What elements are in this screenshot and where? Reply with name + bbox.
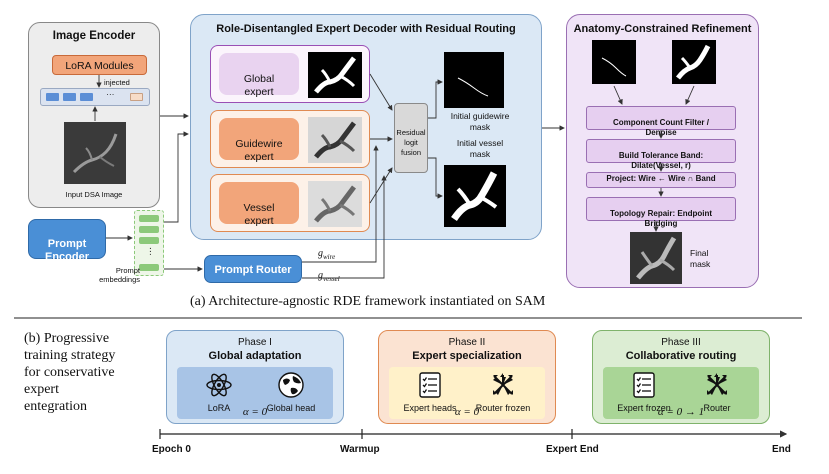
decoder-title: Role-Disentangled Expert Decoder with Re… [216,23,516,35]
phase-3-alpha: α = 0 → 1 [657,406,705,418]
g-vessel-subscript: vessel [323,275,340,283]
prompt-encoder-box: Prompt Encoder [28,219,106,263]
g-wire-label: gwire [318,248,335,261]
phase-1-inner [177,367,333,419]
phase-2-icon1-label: Expert heads [403,403,457,413]
phase-2-icon2-label: Router frozen [475,403,531,413]
checklist-frozen-icon [633,372,655,398]
image-encoder-title: Image Encoder [52,30,136,42]
refinement-title: Anatomy-Constrained Refinement [573,23,752,35]
refinement-step-3-label: Project: Wire ← Wire ∩ Band [606,174,716,183]
phase-3-title: Phase III [661,337,701,348]
phase-1-icon1-label: LoRA [207,403,231,413]
phase-2-inner [389,367,545,419]
embedding-3 [139,237,159,244]
residual-fusion-label: Residual logit fusion [396,128,426,157]
input-dsa-caption: Input DSA Image [65,190,123,199]
token-dots: ··· [106,89,115,99]
atom-icon [206,373,232,397]
prompt-router-label: Prompt Router [214,264,292,276]
token-last [130,93,143,101]
phase-2-title: Phase II [448,337,486,348]
vessel-expert-feature [308,181,362,227]
refinement-input-vessel [672,40,716,84]
token-3 [80,93,93,101]
final-mask-image [630,232,682,284]
phase-2-name: Expert specialization [412,350,522,362]
phase-2-alpha: α = 0 [454,406,480,418]
encoder-token-row [40,88,150,106]
timeline-label-epoch0: Epoch 0 [152,444,191,455]
prompt-encoder-label: Prompt Encoder [44,238,89,263]
checklist-icon [419,372,441,398]
prompt-embeddings-label: Prompt embeddings [99,266,140,284]
phase-1-icon2-label: Global head [266,403,316,413]
token-2 [63,93,76,101]
router-icon [707,373,727,395]
embedding-dots: ⋮ [146,246,155,256]
refinement-step-2-label: Build Tolerance Band: Dilate(Vessel, r) [618,151,704,170]
global-expert-box: Global expert [219,53,299,98]
phase-3-name: Collaborative routing [625,350,737,362]
refinement-step-3: Project: Wire ← Wire ∩ Band [586,172,736,188]
refinement-input-guidewire [592,40,636,84]
timeline-label-end: End [772,444,791,455]
caption-b: (b) Progressive training strategy for co… [24,331,116,414]
phase-2-panel: Phase II Expert specialization Expert he… [378,330,556,424]
initial-vessel-label: Initial vessel mask [456,138,504,159]
injected-label: injected [104,78,130,87]
initial-guidewire-mask [444,52,504,108]
phase-3-icon1-label: Expert frozen [617,403,671,413]
phase-1-alpha: α = 0 [242,406,268,418]
timeline-label-expert-end: Expert End [546,444,599,455]
embedding-1 [139,215,159,222]
phase-3-panel: Phase III Collaborative routing Expert f… [592,330,770,424]
phase-3-icon2-label: Router [703,403,731,413]
refinement-step-4: Topology Repair: Endpoint Bridging [586,197,736,228]
guidewire-expert-feature [308,117,362,163]
input-dsa-image [64,122,126,184]
vessel-expert-box: Vessel expert [219,182,299,227]
initial-guidewire-label: Initial guidewire mask [450,111,510,132]
prompt-router-box: Prompt Router [204,255,302,283]
g-vessel-label: gvessel [318,270,340,283]
refinement-step-2: Build Tolerance Band: Dilate(Vessel, r) [586,139,736,170]
lora-modules-label: LoRA Modules [65,60,134,72]
embedding-4 [139,264,159,271]
phase-3-inner [603,367,759,419]
initial-vessel-mask [444,165,506,227]
arrow-prompt-embeddings-to-decoder [164,131,189,223]
global-expert-mask [308,52,362,98]
embedding-2 [139,226,159,233]
global-expert-label: Global expert [243,73,275,98]
guidewire-expert-box: Guidewire expert [219,118,299,163]
refinement-step-1: Component Count Filter / Denoise [586,106,736,137]
phase-1-panel: Phase I Global adaptation LoRA Global he… [166,330,344,424]
final-mask-label: Final mask [690,248,711,269]
g-wire-subscript: wire [323,253,336,261]
vessel-expert-label: Vessel expert [243,202,275,227]
guidewire-expert-label: Guidewire expert [235,138,283,163]
globe-icon [278,372,304,398]
refinement-step-4-label: Topology Repair: Endpoint Bridging [609,209,713,228]
phase-1-name: Global adaptation [208,350,302,362]
caption-a: (a) Architecture-agnostic RDE framework … [190,294,546,309]
residual-fusion-box: Residual logit fusion [394,103,428,173]
lora-modules-box: LoRA Modules [52,55,147,75]
router-arrows-icon [493,373,513,395]
timeline-label-warmup: Warmup [340,444,380,455]
token-1 [46,93,59,101]
phase-1-title: Phase I [238,337,272,348]
